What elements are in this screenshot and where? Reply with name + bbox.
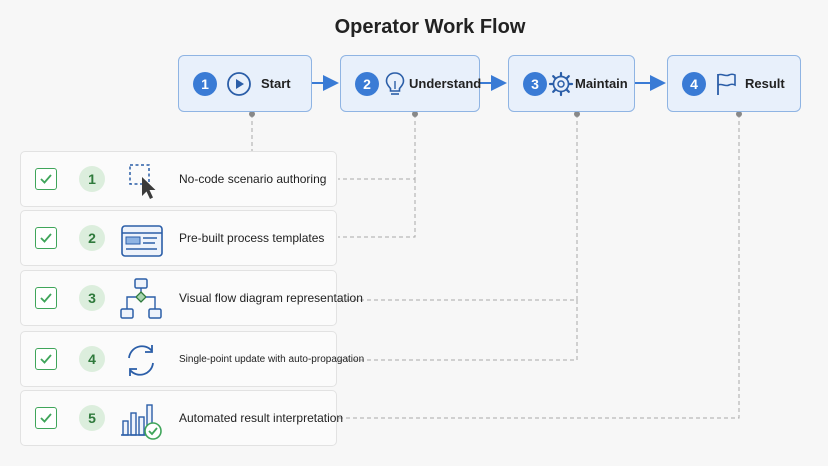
feature-row[interactable]: 5 Automated result interpretation [20,390,343,446]
link-maintain-2 [338,300,578,361]
step-label: Understand [409,76,482,91]
step-result[interactable]: 4 Result [667,55,801,112]
play-icon [227,72,251,96]
checkbox[interactable] [35,287,57,309]
checkbox[interactable] [35,407,57,429]
step-label: Result [745,76,785,91]
flag-icon [717,73,736,95]
step-label: Maintain [575,76,628,91]
cursor-selection-icon [129,164,156,199]
feature-number: 1 [79,166,105,192]
feature-number: 3 [79,285,105,311]
feature-label: Single-point update with auto-propagatio… [179,354,365,365]
feature-number: 2 [79,225,105,251]
step-maintain[interactable]: 3 Maintain [508,55,635,112]
check-icon [40,233,52,243]
step-number: 2 [355,72,379,96]
template-window-icon [121,225,163,257]
link-understand-2 [338,179,416,238]
check-icon [40,293,52,303]
link-dots [249,111,742,117]
feature-label: Pre-built process templates [179,231,325,245]
gear-icon [548,71,574,97]
step-number: 1 [193,72,217,96]
feature-row[interactable]: 1 No-code scenario authoring [20,151,337,207]
refresh-cycle-icon [128,345,154,376]
step-label: Start [261,76,291,91]
feature-number: 4 [79,346,105,372]
link-maintain-1 [338,114,578,301]
check-icon [40,413,52,423]
checkbox[interactable] [35,227,57,249]
step-number: 4 [682,72,706,96]
step-number: 3 [523,72,547,96]
dashed-links [251,114,740,419]
feature-label: Visual flow diagram representation [179,291,363,305]
feature-row[interactable]: 4 Single-point update with auto-propagat… [20,331,364,387]
feature-row[interactable]: 2 Pre-built process templates [20,210,337,266]
link-understand-1 [338,114,416,180]
checkbox[interactable] [35,348,57,370]
step-start[interactable]: 1 Start [178,55,312,112]
feature-row[interactable]: 3 Visual flow diagram representation [20,270,363,326]
checkbox[interactable] [35,168,57,190]
bar-chart-check-icon [121,404,162,440]
lightbulb-icon [385,72,405,95]
diagram-title: Operator Work Flow [334,16,526,38]
flow-diagram-icon [120,278,162,319]
step-understand[interactable]: 2 Understand [340,55,482,112]
check-icon [40,174,52,184]
feature-label: No-code scenario authoring [179,172,327,186]
feature-label: Automated result interpretation [179,411,344,425]
feature-number: 5 [79,405,105,431]
link-result [338,114,740,419]
check-icon [40,354,52,364]
